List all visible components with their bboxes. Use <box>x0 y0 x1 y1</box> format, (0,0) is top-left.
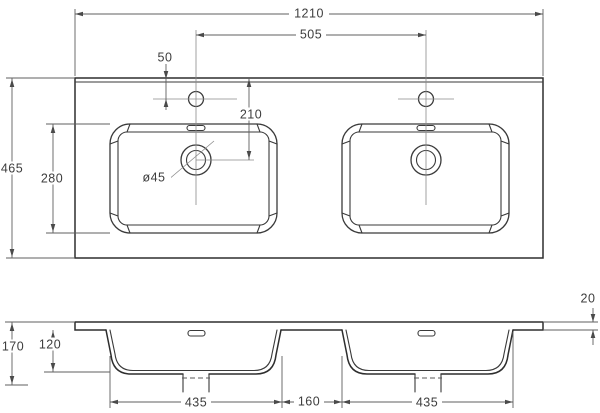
right-basin-corner-miters <box>341 123 510 234</box>
dim-tap-offset: 50 <box>155 50 175 64</box>
dim-overall-depth-label: 465 <box>1 161 23 175</box>
dim-edge-thickness: 20 <box>577 291 599 305</box>
dim-basin-depth-label: 280 <box>41 171 63 185</box>
dim-overall-height: 170 <box>0 339 28 353</box>
extension-lines-top <box>6 9 544 259</box>
left-basin-inner-rim <box>117 131 270 226</box>
dim-bowl-spacing: 160 <box>294 394 324 408</box>
right-basin-outer-rim <box>341 123 510 234</box>
dim-drain-diameter-label: ø45 <box>142 170 165 184</box>
left-bowl-inner <box>109 329 278 372</box>
dim-overall-width: 1210 <box>289 6 329 20</box>
dim-overall-depth: 465 <box>0 161 27 175</box>
dim-tap-offset-label: 50 <box>158 50 173 64</box>
dim-edge-thickness-label: 20 <box>581 291 596 305</box>
dim-tap-spacing: 505 <box>296 27 326 41</box>
top-view-dimensions: 1210 505 50 210 465 280 ø45 <box>0 6 544 259</box>
dim-drain-offset: 210 <box>236 107 266 121</box>
extension-lines-front <box>5 321 598 408</box>
dim-right-bowl-width: 435 <box>412 395 442 409</box>
dim-overall-height-label: 170 <box>2 339 24 353</box>
countertop-outline <box>74 77 544 259</box>
front-view-dimensions: 20 170 120 435 160 435 <box>0 291 599 409</box>
left-overflow-front <box>187 329 206 337</box>
dim-basin-depth: 280 <box>37 171 67 185</box>
dim-left-bowl-width-label: 435 <box>185 395 207 409</box>
centerlines <box>153 30 454 205</box>
front-view <box>74 321 544 393</box>
left-basin-outer-rim <box>109 123 278 234</box>
dim-overall-width-label: 1210 <box>294 6 324 20</box>
left-drain-stub <box>182 373 210 393</box>
right-bowl-inner <box>345 329 510 372</box>
top-view <box>74 30 544 259</box>
right-overflow-front <box>417 329 436 337</box>
right-drain-stub <box>414 373 442 393</box>
slab-profile <box>74 321 544 331</box>
dim-bowl-spacing-label: 160 <box>298 394 320 408</box>
right-bowl-outer <box>341 329 514 375</box>
dim-tap-spacing-label: 505 <box>300 27 322 41</box>
dim-bowl-depth-label: 120 <box>39 337 61 351</box>
dim-drain-offset-label: 210 <box>240 107 262 121</box>
dim-right-bowl-width-label: 435 <box>416 395 438 409</box>
drain-diameter-leader <box>167 140 215 181</box>
dim-left-bowl-width: 435 <box>181 395 211 409</box>
left-basin-corner-miters <box>109 123 278 234</box>
right-basin-inner-rim <box>349 131 502 226</box>
dim-drain-diameter: ø45 <box>137 170 171 184</box>
dim-bowl-depth: 120 <box>35 337 65 351</box>
left-bowl-outer <box>105 329 282 375</box>
right-basin <box>341 90 510 234</box>
